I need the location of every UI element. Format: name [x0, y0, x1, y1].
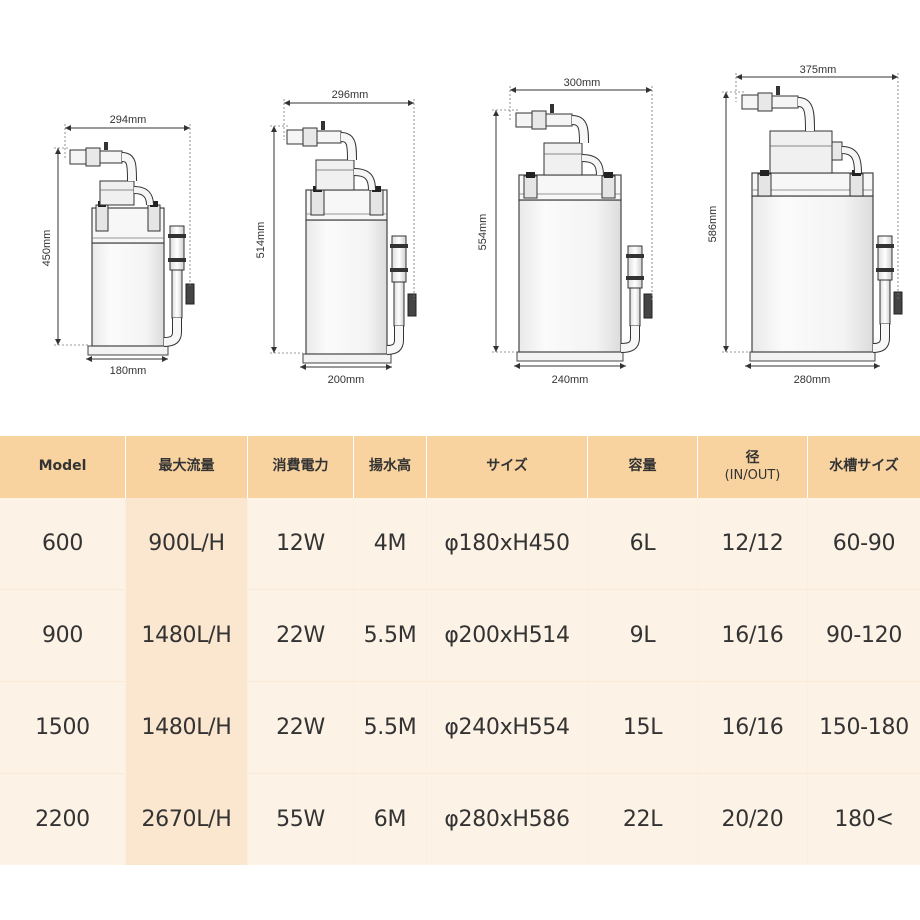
table-row: 600 900L/H 12W 4M φ180xH450 6L 12/12 60-…	[0, 498, 920, 589]
header-max-flow: 最大流量	[126, 436, 248, 498]
cell-model: 1500	[0, 681, 126, 773]
width-label: 375mm	[800, 64, 837, 76]
cell-head-height: 6M	[354, 773, 427, 865]
height-label: 450mm	[41, 230, 53, 267]
cell-max-flow: 2670L/H	[126, 773, 248, 865]
filter-diagram-600: 294mm 450mm 180mm	[41, 114, 195, 377]
filter-diagrams: 294mm 450mm 180mm	[0, 0, 920, 420]
table-row: 900 1480L/H 22W 5.5M φ200xH514 9L 16/16 …	[0, 589, 920, 681]
table-row: 2200 2670L/H 55W 6M φ280xH586 22L 20/20 …	[0, 773, 920, 865]
filter-diagram-1500: 300mm 554mm 240mm	[477, 77, 653, 386]
header-size: サイズ	[427, 436, 588, 498]
table-row: 1500 1480L/H 22W 5.5M φ240xH554 15L 16/1…	[0, 681, 920, 773]
cell-tank-size: 180<	[808, 773, 920, 865]
cell-capacity: 6L	[588, 498, 698, 589]
table-header-row: Model 最大流量 消費電力 揚水高 サイズ 容量 径(IN/OUT) 水槽サ…	[0, 436, 920, 498]
cell-diameter: 16/16	[698, 681, 808, 773]
cell-max-flow: 1480L/H	[126, 589, 248, 681]
width-label: 294mm	[110, 114, 147, 126]
filter-diagram-900: 296mm 514mm 200mm	[255, 89, 417, 386]
cell-capacity: 15L	[588, 681, 698, 773]
header-head-height: 揚水高	[354, 436, 427, 498]
cell-diameter: 12/12	[698, 498, 808, 589]
base-label: 240mm	[552, 374, 589, 386]
cell-head-height: 5.5M	[354, 681, 427, 773]
header-diameter: 径(IN/OUT)	[698, 436, 808, 498]
cell-tank-size: 90-120	[808, 589, 920, 681]
header-model: Model	[0, 436, 126, 498]
cell-tank-size: 60-90	[808, 498, 920, 589]
cell-model: 600	[0, 498, 126, 589]
cell-size: φ200xH514	[427, 589, 588, 681]
cell-max-flow: 1480L/H	[126, 681, 248, 773]
cell-size: φ180xH450	[427, 498, 588, 589]
cell-model: 900	[0, 589, 126, 681]
base-label: 200mm	[328, 374, 365, 386]
base-label: 280mm	[794, 374, 831, 386]
cell-power: 55W	[248, 773, 354, 865]
cell-power: 22W	[248, 681, 354, 773]
width-label: 300mm	[564, 77, 601, 89]
cell-capacity: 9L	[588, 589, 698, 681]
width-label: 296mm	[332, 89, 369, 101]
height-label: 554mm	[477, 214, 489, 251]
cell-power: 12W	[248, 498, 354, 589]
header-tank-size: 水槽サイズ	[808, 436, 920, 498]
cell-head-height: 4M	[354, 498, 427, 589]
cell-diameter: 20/20	[698, 773, 808, 865]
cell-model: 2200	[0, 773, 126, 865]
cell-capacity: 22L	[588, 773, 698, 865]
height-label: 586mm	[707, 206, 719, 243]
base-label: 180mm	[110, 365, 147, 377]
cell-power: 22W	[248, 589, 354, 681]
header-capacity: 容量	[588, 436, 698, 498]
spec-table: Model 最大流量 消費電力 揚水高 サイズ 容量 径(IN/OUT) 水槽サ…	[0, 436, 920, 865]
header-power: 消費電力	[248, 436, 354, 498]
height-label: 514mm	[255, 222, 267, 259]
filter-diagram-2200: 375mm 586mm 280mm	[707, 64, 903, 386]
cell-diameter: 16/16	[698, 589, 808, 681]
cell-tank-size: 150-180	[808, 681, 920, 773]
cell-max-flow: 900L/H	[126, 498, 248, 589]
cell-size: φ280xH586	[427, 773, 588, 865]
cell-size: φ240xH554	[427, 681, 588, 773]
cell-head-height: 5.5M	[354, 589, 427, 681]
